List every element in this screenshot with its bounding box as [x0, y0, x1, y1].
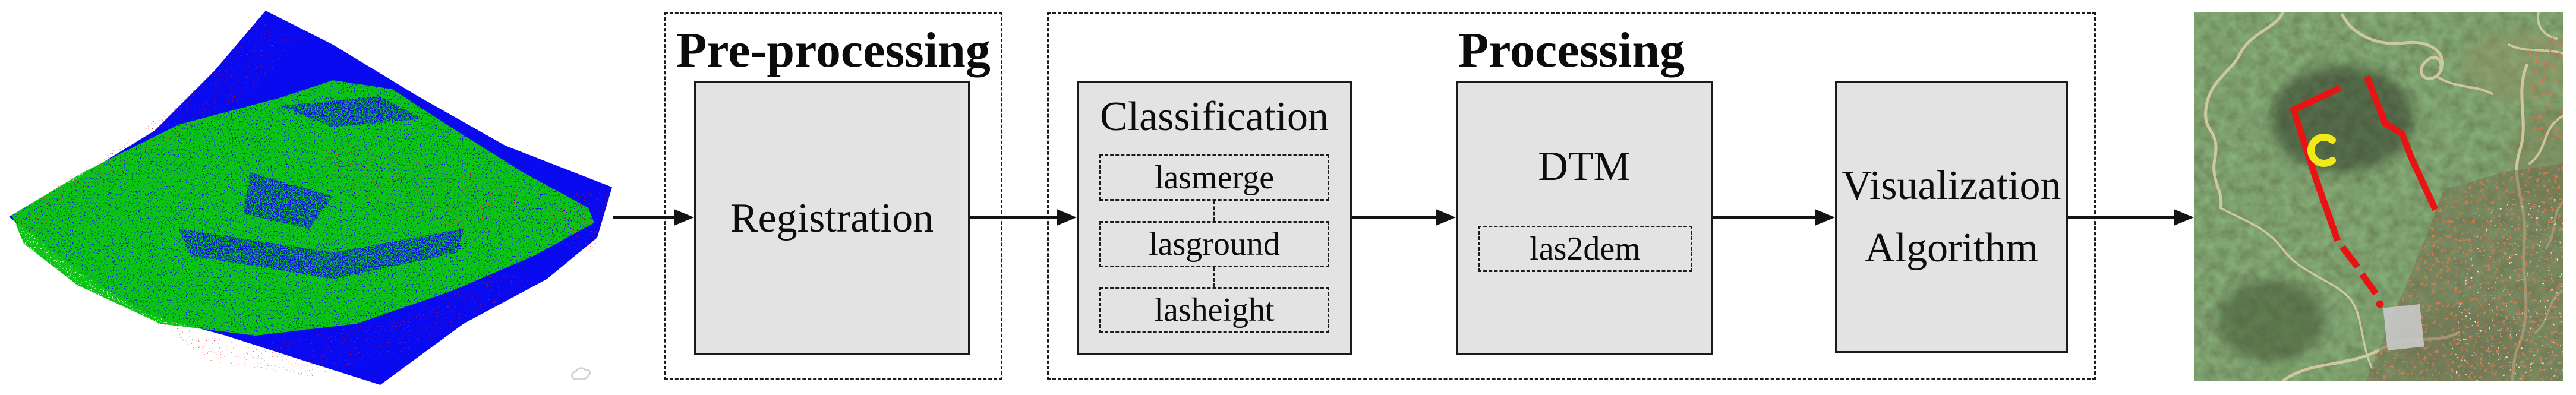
classification-box: Classification lasmerge lasground lashei…	[1077, 81, 1352, 355]
satellite-map-figure	[2194, 12, 2563, 381]
step-connector	[1213, 267, 1215, 287]
satellite-rooftops-light	[2443, 196, 2563, 381]
lasmerge-tool-box: lasmerge	[1099, 154, 1329, 201]
processing-stage-container: Processing	[1047, 12, 2096, 380]
dtm-label: DTM	[1538, 144, 1631, 189]
las2dem-label: las2dem	[1530, 230, 1641, 267]
lasheight-label: lasheight	[1154, 292, 1275, 328]
survey-path-dashed-segment	[2359, 272, 2379, 296]
satellite-large-building	[2383, 304, 2424, 351]
point-cloud-blue-patches	[178, 96, 464, 279]
watermark-cloud-icon	[571, 367, 591, 380]
lasground-tool-box: lasground	[1099, 221, 1329, 267]
survey-path-right-branch	[2363, 75, 2439, 211]
survey-path-top-segment	[2289, 84, 2342, 115]
survey-path-end-dot	[2376, 300, 2384, 308]
classification-label: Classification	[1100, 94, 1329, 140]
visualization-algorithm-label: Visualization Algorithm	[1842, 163, 2061, 271]
arrowhead-icon	[1436, 209, 1456, 226]
processing-stage-title: Processing	[1458, 23, 1685, 78]
arrowhead-icon	[1057, 209, 1077, 226]
location-c-marker-icon	[2307, 134, 2336, 167]
survey-path-overlay	[2289, 75, 2439, 296]
step-connector	[1213, 201, 1215, 221]
lasmerge-label: lasmerge	[1154, 159, 1275, 196]
registration-box: Registration	[694, 81, 970, 355]
visualization-algorithm-box: Visualization Algorithm	[1835, 81, 2068, 353]
lasheight-tool-box: lasheight	[1099, 287, 1329, 333]
arrowhead-icon	[1815, 209, 1835, 226]
las2dem-tool-box: las2dem	[1478, 226, 1692, 272]
preprocessing-stage-container: Pre-processing	[664, 12, 1002, 380]
arrowhead-icon	[674, 209, 694, 226]
point-cloud-figure	[9, 11, 612, 385]
survey-path-dashed-segment	[2339, 245, 2360, 269]
arrowhead-icon	[2174, 209, 2194, 226]
preprocessing-stage-title: Pre-processing	[676, 23, 991, 78]
registration-label: Registration	[730, 195, 934, 241]
survey-path-left-branch	[2290, 106, 2341, 242]
lasground-label: lasground	[1149, 226, 1280, 263]
dtm-box: DTM las2dem	[1456, 81, 1713, 355]
point-cloud-red-speckle	[9, 18, 612, 377]
